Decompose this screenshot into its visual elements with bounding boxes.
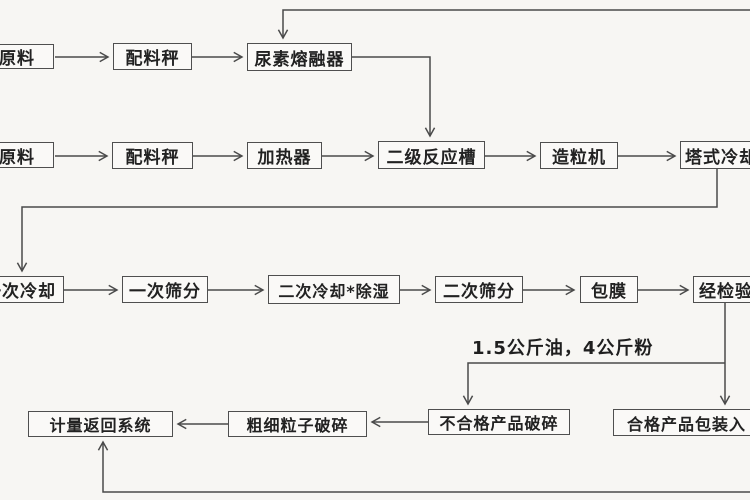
node-label: 粗细粒子破碎 — [246, 416, 349, 435]
node-label: 二级反应槽 — [386, 147, 477, 168]
flow-node-raw-material-2: 原料 — [0, 142, 54, 168]
node-label: 二次冷却*除湿 — [278, 281, 390, 301]
node-label: 经检验 — [699, 282, 750, 302]
flow-node-urea-melter: 尿素熔融器 — [247, 43, 352, 71]
flow-node-granulator: 造粒机 — [540, 142, 618, 169]
flow-node-batching-scale-2: 配料秤 — [112, 142, 193, 169]
node-label: 塔式冷却 — [685, 147, 750, 168]
flow-node-first-screening: 一次筛分 — [122, 276, 208, 303]
node-label: 加热器 — [257, 148, 312, 168]
flow-node-second-cooling-dehumidify: 二次冷却*除湿 — [268, 275, 400, 304]
flow-node-raw-material-1: 原料 — [0, 44, 54, 69]
node-label: 原料 — [0, 147, 35, 168]
flow-node-tower-cooling: 塔式冷却 — [680, 141, 750, 169]
flow-node-first-cooling: 一次冷却 — [0, 276, 64, 303]
node-label: 合格产品包装入 — [626, 414, 746, 434]
flow-node-secondary-reaction-tank: 二级反应槽 — [378, 141, 485, 169]
node-label: 造粒机 — [552, 148, 606, 168]
flow-node-unqualified-product-crushing: 不合格产品破碎 — [428, 409, 570, 435]
node-label: 原料 — [0, 49, 35, 69]
flow-node-second-screening: 二次筛分 — [435, 276, 523, 303]
flow-node-particle-crushing: 粗细粒子破碎 — [228, 411, 367, 437]
node-label: 配料秤 — [125, 49, 180, 69]
flow-node-qualified-product-packaging: 合格产品包装入 — [613, 409, 750, 436]
node-label: 包膜 — [591, 282, 627, 302]
node-label: 不合格产品破碎 — [439, 414, 559, 433]
node-label: 二次筛分 — [443, 282, 515, 302]
flow-node-metering-return-system: 计量返回系统 — [28, 411, 173, 437]
node-label: 计量返回系统 — [49, 416, 152, 435]
node-label: 一次筛分 — [129, 282, 201, 302]
flow-node-inspection: 经检验 — [693, 276, 750, 303]
node-label: 一次冷却 — [0, 282, 56, 302]
node-label: 尿素熔融器 — [254, 49, 345, 70]
flow-node-heater: 加热器 — [247, 142, 322, 169]
flow-node-batching-scale-1: 配料秤 — [113, 43, 192, 70]
flow-node-coating: 包膜 — [580, 276, 638, 303]
node-label: 配料秤 — [125, 148, 180, 168]
coating-ratio-annotation: 1.5公斤油，4公斤粉 — [472, 338, 654, 359]
